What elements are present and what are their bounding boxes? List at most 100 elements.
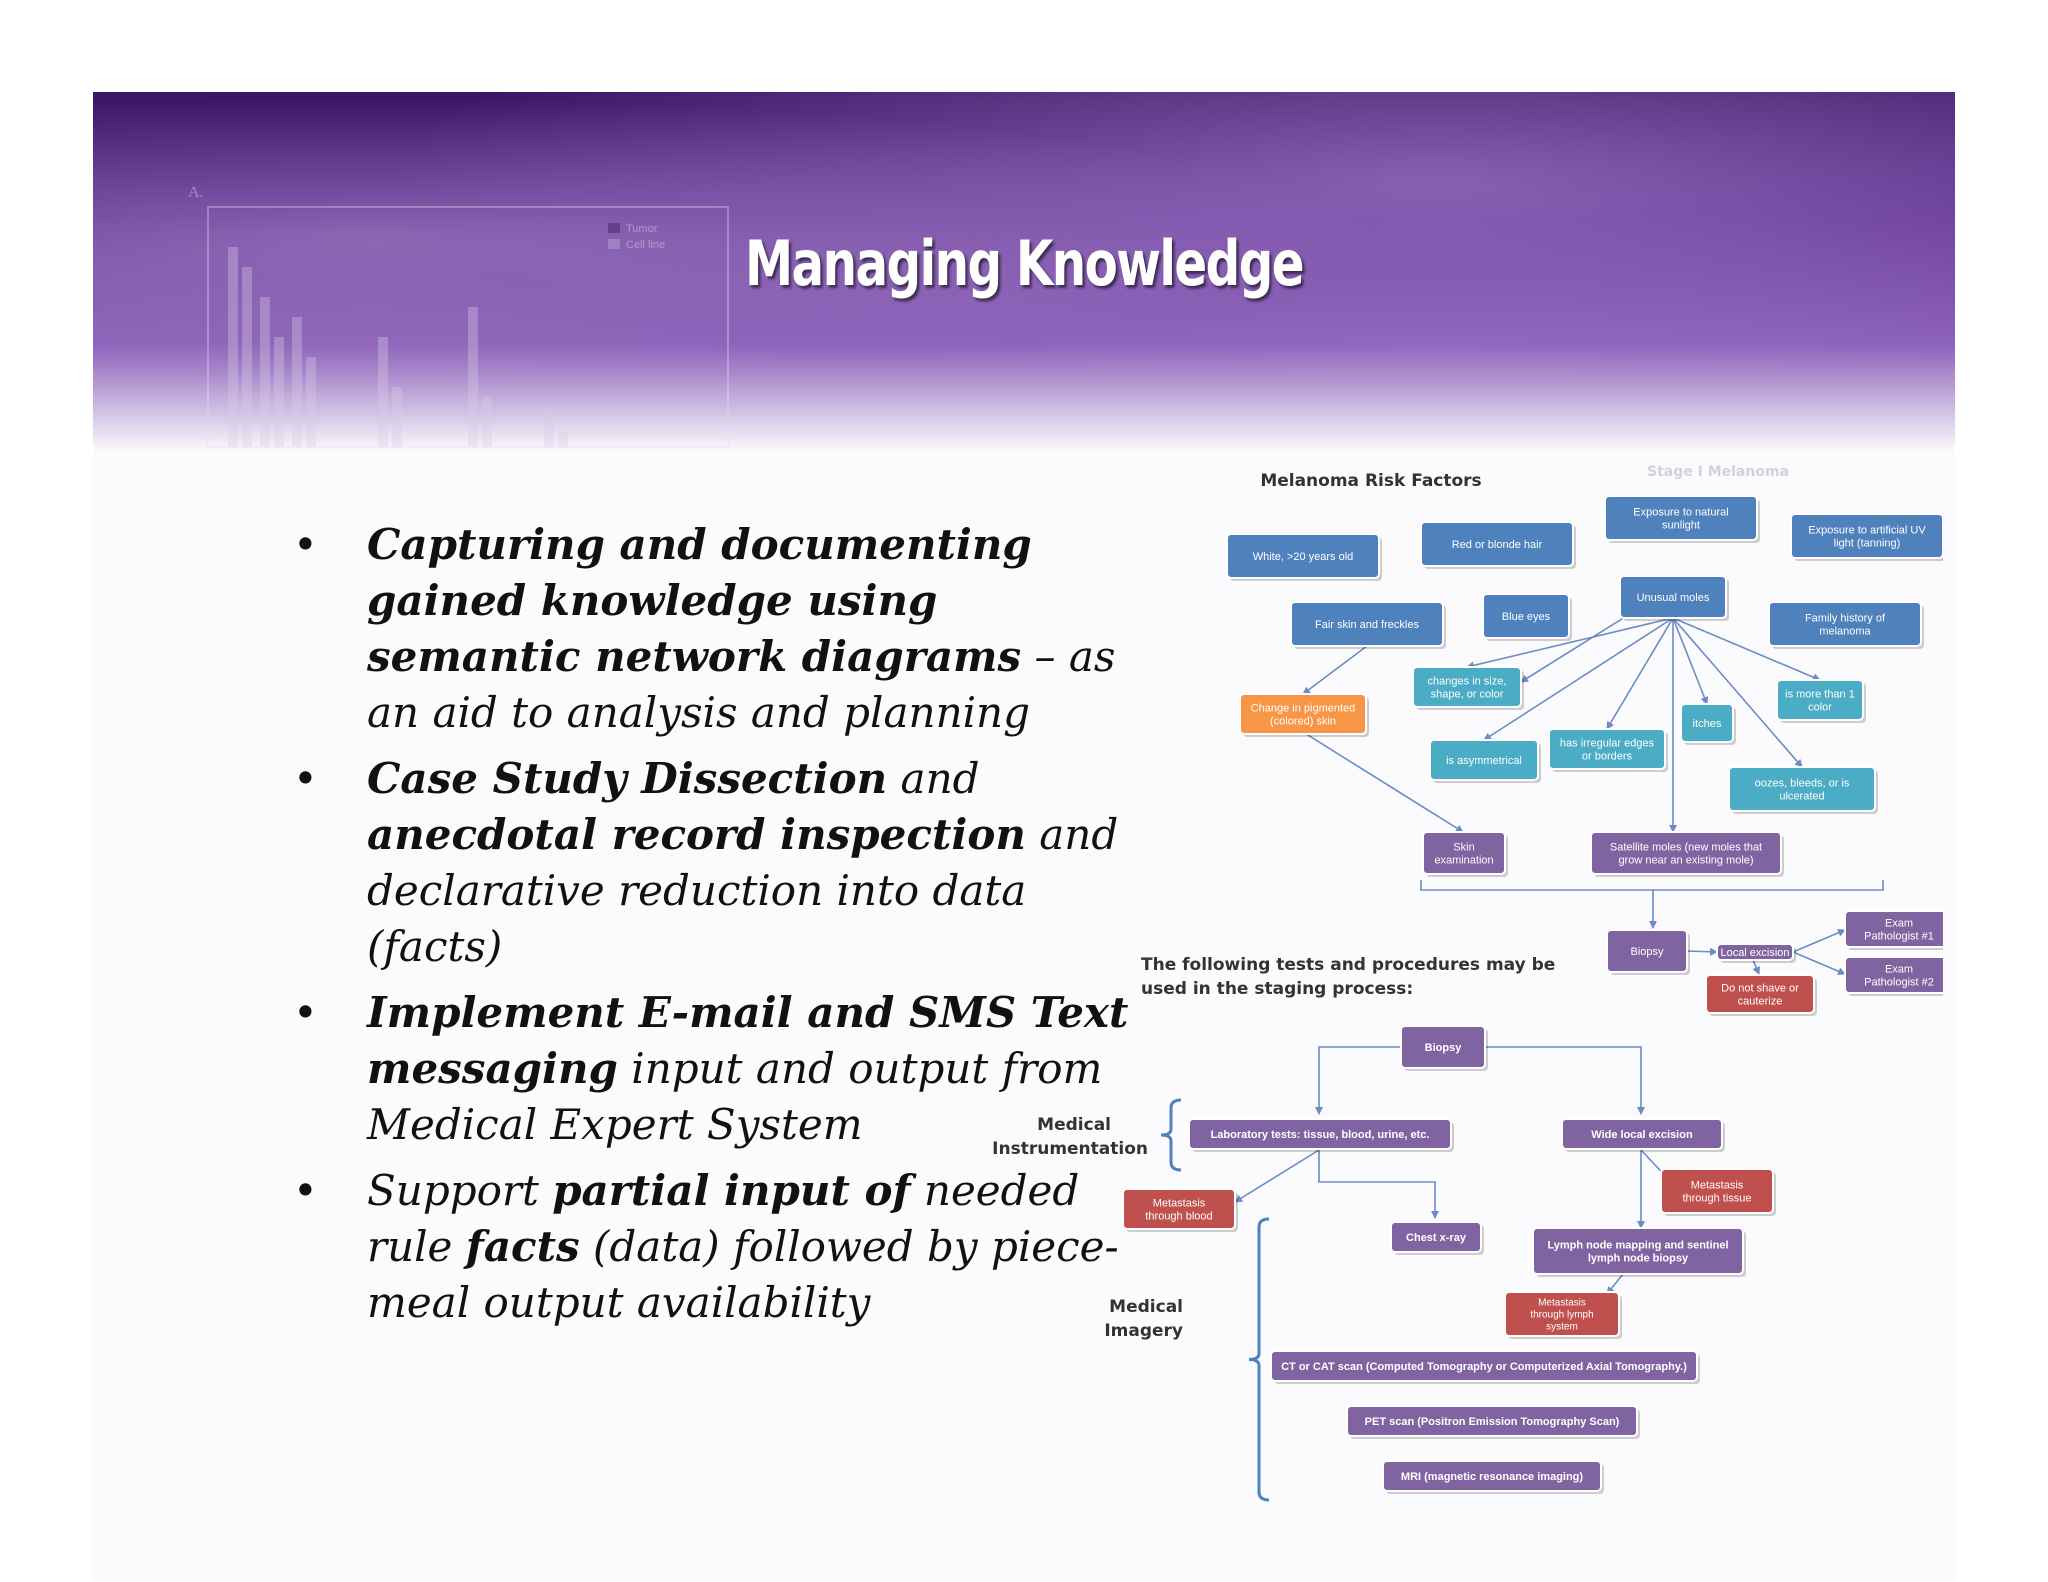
node-label: Unusual moles (1637, 592, 1710, 604)
diagram-connector (1466, 617, 1674, 670)
node-box (1412, 666, 1522, 708)
bullet-dot: • (293, 988, 318, 1037)
bullet-text: and (887, 754, 980, 803)
node-label: grow near an existing mole) (1618, 854, 1753, 866)
bg-chart-bars (228, 247, 568, 447)
node-box (1422, 831, 1506, 875)
bg-chart-frame (207, 206, 729, 448)
slide: A. Tumor Cell line Managing Knowledge •C… (93, 92, 1955, 1582)
node-label: cauterize (1738, 995, 1783, 1007)
bullet-text: partial input of (552, 1166, 911, 1215)
node-label: Wide local excision (1591, 1129, 1693, 1141)
node-white: White, >20 years old (1226, 533, 1382, 581)
node-box (1619, 575, 1727, 619)
node-label: Red or blonde hair (1452, 539, 1543, 551)
bullet-dot: • (293, 1166, 318, 1215)
node-label: Exposure to natural (1633, 506, 1728, 518)
node-label: sunlight (1662, 519, 1700, 531)
node-changes: changes in size,shape, or color (1412, 666, 1524, 710)
diagram-connector (1792, 929, 1846, 953)
node-label: through blood (1145, 1210, 1212, 1222)
node-label: shape, or color (1431, 688, 1504, 700)
node-unusual: Unusual moles (1619, 575, 1729, 621)
node-label: Metastasis (1153, 1197, 1206, 1209)
bullet-item: •Case Study Dissection and anecdotal rec… (293, 751, 1133, 975)
node-wide: Wide local excision (1561, 1118, 1725, 1152)
node-box (1768, 601, 1922, 647)
node-biopsy2: Biopsy (1400, 1025, 1488, 1071)
bullet-text: Support (367, 1166, 553, 1215)
node-label: Biopsy (1425, 1042, 1463, 1054)
node-label: ulcerated (1779, 790, 1824, 802)
node-biopsy1: Biopsy (1606, 929, 1690, 975)
bg-chart-legend-2: Cell line (626, 239, 665, 251)
node-label: CT or CAT scan (Computed Tomography or C… (1281, 1361, 1687, 1373)
node-blue-eyes: Blue eyes (1482, 593, 1572, 641)
node-box (1776, 679, 1864, 721)
bullet-text: (data) followed by piece-meal output ava… (367, 1222, 1119, 1327)
node-label: Biopsy (1630, 946, 1664, 958)
node-label: Metastasis (1691, 1179, 1744, 1191)
bg-chart-legend-swatch-1 (608, 223, 620, 233)
diagram-label: The following tests and procedures may b… (1141, 955, 1555, 975)
node-label: Chest x-ray (1406, 1232, 1467, 1244)
node-box (1548, 728, 1666, 770)
node-label: Exposure to artificial UV (1808, 524, 1926, 536)
group-brace (1248, 1217, 1270, 1502)
node-box (1400, 1025, 1486, 1069)
node-label: Exam (1885, 963, 1913, 975)
bullet-text: needed rule (367, 1166, 1080, 1271)
node-label: Lymph node mapping and sentinel (1547, 1239, 1728, 1251)
title-banner (93, 92, 1955, 452)
node-label: MRI (magnetic resonance imaging) (1401, 1471, 1583, 1483)
node-label: Pathologist #2 (1864, 976, 1934, 988)
bullet-item: • Implement E-mail and SMS Text messaging… (293, 985, 1133, 1153)
node-box (1532, 1227, 1744, 1275)
node-box (1716, 943, 1794, 961)
diagram-edges (1160, 611, 1884, 1502)
bg-chart-legend-1: Tumor (626, 223, 658, 235)
node-box (1680, 703, 1734, 743)
node-label: Skin (1453, 841, 1474, 853)
node-chest: Chest x-ray (1390, 1221, 1484, 1255)
diagram-label: Instrumentation (993, 1139, 1148, 1159)
diagram-label: Medical (1037, 1115, 1111, 1135)
bullet-text: Implement E-mail and SMS Text messaging (367, 988, 1129, 1093)
diagram-connector (1672, 617, 1803, 768)
node-label: is asymmetrical (1446, 755, 1522, 767)
diagram-connector (1606, 617, 1674, 730)
diagram-connector (1302, 645, 1368, 695)
node-box (1728, 766, 1876, 812)
node-box (1844, 910, 1943, 948)
node-box (1844, 956, 1943, 994)
node-box (1482, 593, 1570, 639)
node-label: oozes, bleeds, or is (1755, 777, 1850, 789)
diagram-label: used in the staging process: (1141, 979, 1413, 999)
background-bar-chart-graphic: A. Tumor Cell line (188, 187, 729, 448)
diagram-connector (1315, 1046, 1401, 1115)
node-label: examination (1434, 854, 1493, 866)
node-box (1604, 495, 1758, 541)
bullet-text: and declarative reduction into data (fac… (367, 810, 1119, 971)
bullet-text: Capturing and documenting gained knowled… (367, 520, 1032, 681)
node-label: Change in pigmented (1251, 702, 1356, 714)
node-label: Do not shave or (1721, 982, 1799, 994)
node-label: through lymph (1530, 1310, 1593, 1321)
node-box (1390, 1221, 1482, 1253)
diagram-connector (1420, 880, 1884, 891)
node-label: Local excision (1720, 947, 1789, 959)
node-local: Local excision (1716, 943, 1796, 963)
node-pigmented: Change in pigmented(colored) skin (1239, 693, 1369, 737)
bullet-text: anecdotal record inspection (367, 810, 1026, 859)
node-hair: Red or blonde hair (1420, 521, 1576, 569)
bullet-item: •Support partial input of needed rule fa… (293, 1163, 1133, 1331)
